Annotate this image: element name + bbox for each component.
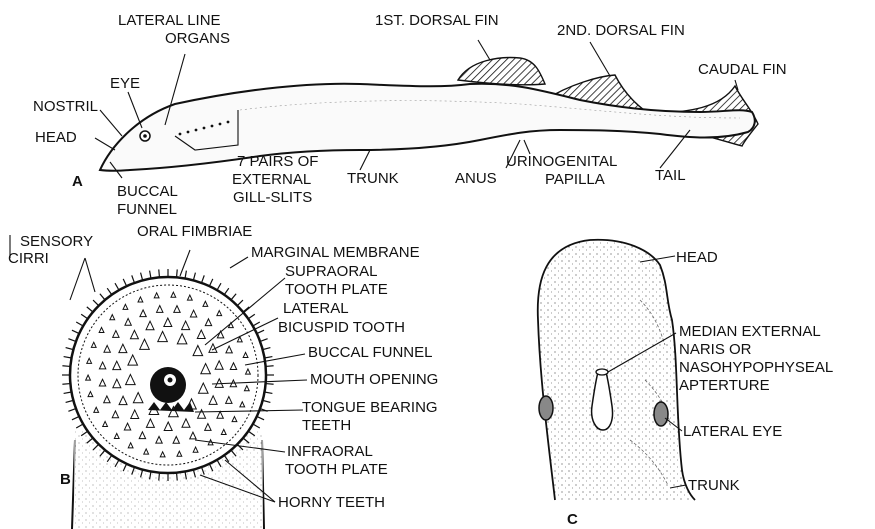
label-infraoral-tooth-plate-2: TOOTH PLATE (285, 461, 388, 478)
label-lateral-eye: LATERAL EYE (683, 423, 782, 440)
label-caudal-fin: CAUDAL FIN (698, 61, 787, 78)
first-dorsal-fin (458, 58, 545, 85)
lateral-eye-left-icon (539, 396, 553, 420)
head-outline (538, 240, 695, 500)
label-gill-slits-3: GILL-SLITS (233, 189, 312, 206)
label-median-naris-2: NARIS OR (679, 341, 752, 358)
label-head: HEAD (35, 129, 77, 146)
panel-c: HEAD MEDIAN EXTERNAL NARIS OR NASOHYPOPH… (538, 240, 833, 528)
label-nostril: NOSTRIL (33, 98, 98, 115)
label-tongue-bearing-teeth-1: TONGUE BEARING (302, 399, 438, 416)
label-supraoral-tooth-plate-2: TOOTH PLATE (285, 281, 388, 298)
label-buccal-funnel-2: FUNNEL (117, 201, 177, 218)
lamprey-body (100, 84, 755, 171)
label-median-naris-4: APTERTURE (679, 377, 770, 394)
label-first-dorsal-fin: 1ST. DORSAL FIN (375, 12, 499, 29)
panel-b: SENSORY CIRRI ORAL FIMBRIAE MARGINAL MEM… (8, 223, 438, 529)
label-tongue-bearing-teeth-2: TEETH (302, 417, 351, 434)
label-eye: EYE (110, 75, 140, 92)
label-urinogenital-papilla-1: URINOGENITAL (506, 153, 617, 170)
label-lateral-bicuspid-tooth-2: BICUSPID TOOTH (278, 319, 405, 336)
label-head-c: HEAD (676, 249, 718, 266)
label-lateral-line-organs-1: LATERAL LINE (118, 12, 221, 29)
lateral-eye-right-icon (654, 402, 668, 426)
label-buccal-funnel-1: BUCCAL (117, 183, 178, 200)
label-gill-slits-1: 7 PAIRS OF (237, 153, 318, 170)
panel-c-letter: C (567, 511, 578, 528)
label-mouth-opening: MOUTH OPENING (310, 371, 438, 388)
label-lateral-bicuspid-tooth-1: LATERAL (283, 300, 349, 317)
label-trunk-c: TRUNK (688, 477, 740, 494)
label-horny-teeth: HORNY TEETH (278, 494, 385, 511)
label-lateral-line-organs-2: ORGANS (165, 30, 230, 47)
label-anus: ANUS (455, 170, 497, 187)
label-median-naris-1: MEDIAN EXTERNAL (679, 323, 821, 340)
panel-b-letter: B (60, 471, 71, 488)
label-trunk: TRUNK (347, 170, 399, 187)
label-median-naris-3: NASOHYPOPHYSEAL (679, 359, 833, 376)
label-supraoral-tooth-plate-1: SUPRAORAL (285, 263, 378, 280)
panel-a: LATERAL LINE ORGANS EYE NOSTRIL HEAD A B… (33, 12, 787, 218)
label-sensory-cirri-1: SENSORY (20, 233, 93, 250)
label-oral-fimbriae: ORAL FIMBRIAE (137, 223, 252, 240)
label-buccal-funnel: BUCCAL FUNNEL (308, 344, 432, 361)
label-infraoral-tooth-plate-1: INFRAORAL (287, 443, 373, 460)
label-second-dorsal-fin: 2ND. DORSAL FIN (557, 22, 685, 39)
label-marginal-membrane: MARGINAL MEMBRANE (251, 244, 420, 261)
label-urinogenital-papilla-2: PAPILLA (545, 171, 605, 188)
label-gill-slits-2: EXTERNAL (232, 171, 311, 188)
panel-a-letter: A (72, 173, 83, 190)
label-tail: TAIL (655, 167, 686, 184)
label-sensory-cirri-2: CIRRI (8, 250, 49, 267)
